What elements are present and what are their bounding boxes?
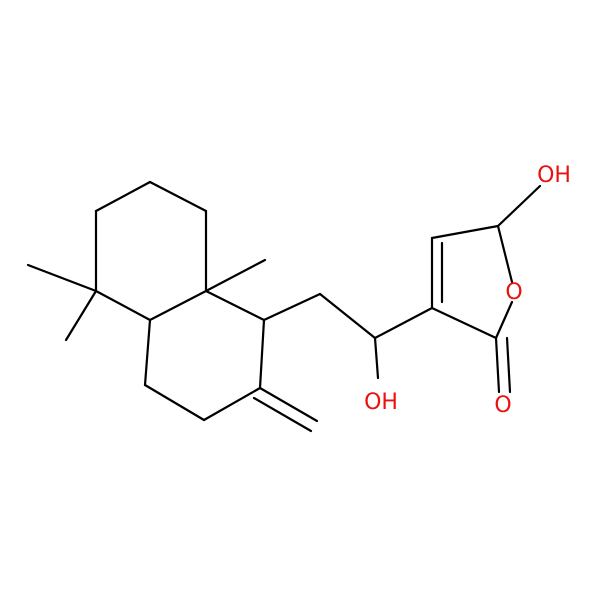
hydroxyl-top-label: OH xyxy=(537,163,571,188)
methyl-bond xyxy=(26,263,98,293)
bond xyxy=(143,318,152,387)
ring-oxygen-label: O xyxy=(505,280,522,305)
double-bond-line xyxy=(252,396,313,433)
carbonyl-bond xyxy=(505,336,512,394)
bond xyxy=(94,180,152,213)
hydroxyl-side-label: OH xyxy=(364,390,398,415)
oh-bond xyxy=(496,184,542,228)
exocyclic-methylene xyxy=(252,386,319,433)
side-chain xyxy=(262,292,434,380)
bond xyxy=(148,289,208,322)
bond xyxy=(204,289,266,322)
lactone-ring xyxy=(430,184,542,394)
bond xyxy=(202,386,262,422)
oh-bond xyxy=(373,336,380,380)
bond xyxy=(430,306,498,340)
carbonyl-oxygen-label: O xyxy=(494,393,511,418)
bond xyxy=(430,224,500,240)
bond xyxy=(262,292,322,322)
double-bond-line xyxy=(258,386,319,423)
bond xyxy=(143,383,206,422)
methyl-bond xyxy=(64,289,98,342)
angular-methyl-bond xyxy=(204,258,267,293)
right-ring xyxy=(143,289,266,422)
bond xyxy=(318,292,377,340)
gem-dimethyl xyxy=(26,263,98,342)
bond xyxy=(373,306,434,340)
bond xyxy=(258,318,266,390)
bond xyxy=(148,180,208,213)
bond xyxy=(94,289,152,322)
left-ring xyxy=(94,180,208,322)
carbonyl-bond xyxy=(494,336,501,394)
bond xyxy=(494,300,514,340)
bond xyxy=(496,224,514,284)
